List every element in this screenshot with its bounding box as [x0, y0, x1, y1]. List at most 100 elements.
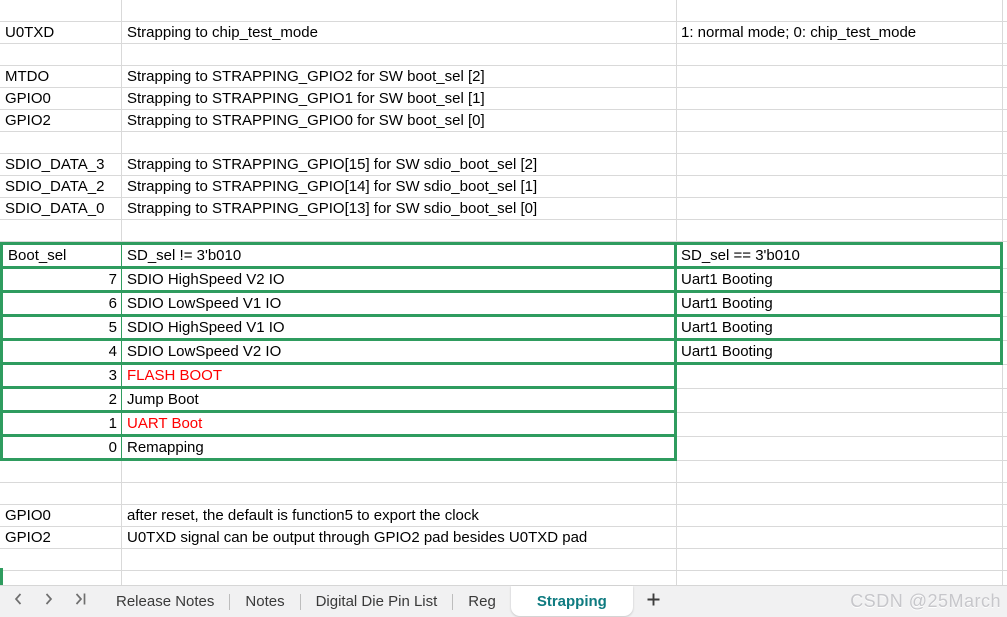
cell[interactable]: [677, 88, 1003, 110]
cell-pin[interactable]: SDIO_DATA_3: [0, 154, 122, 176]
cell-description[interactable]: Strapping to STRAPPING_GPIO1 for SW boot…: [122, 88, 677, 110]
tab-digital-die-pin-list[interactable]: Digital Die Pin List: [315, 593, 438, 610]
cell-sd-boot-mode[interactable]: Uart1 Booting: [677, 317, 1003, 341]
cell-sd-boot-mode[interactable]: Uart1 Booting: [677, 341, 1003, 365]
cell[interactable]: [122, 132, 677, 154]
last-sheet-button[interactable]: [73, 593, 87, 610]
cell[interactable]: [1003, 44, 1007, 66]
cell[interactable]: [677, 110, 1003, 132]
cell-boot-sel-value[interactable]: 5: [0, 317, 122, 341]
cell[interactable]: [0, 549, 122, 571]
cell[interactable]: [1003, 220, 1007, 242]
cell-sd-boot-mode[interactable]: Uart1 Booting: [677, 293, 1003, 317]
cell[interactable]: [677, 198, 1003, 220]
cell[interactable]: [1003, 317, 1007, 341]
cell[interactable]: [677, 66, 1003, 88]
cell-pin[interactable]: SDIO_DATA_0: [0, 198, 122, 220]
tab-reg[interactable]: Reg: [468, 593, 496, 610]
cell-pin[interactable]: GPIO2: [0, 527, 122, 549]
cell[interactable]: [1003, 198, 1007, 220]
cell[interactable]: [677, 461, 1003, 483]
cell-description[interactable]: U0TXD signal can be output through GPIO2…: [122, 527, 677, 549]
cell[interactable]: [1003, 437, 1007, 461]
cell[interactable]: [0, 461, 122, 483]
cell[interactable]: [1003, 389, 1007, 413]
cell[interactable]: [677, 505, 1003, 527]
cell[interactable]: [677, 220, 1003, 242]
cell-description[interactable]: Strapping to chip_test_mode: [122, 22, 677, 44]
cell[interactable]: [0, 132, 122, 154]
tab-notes[interactable]: Notes: [245, 593, 285, 610]
cell[interactable]: [122, 549, 677, 571]
cell[interactable]: [677, 437, 1003, 461]
cell-sd-sel-eq-header[interactable]: SD_sel == 3'b010: [677, 242, 1003, 269]
cell[interactable]: [677, 571, 1003, 585]
cell-description[interactable]: Strapping to STRAPPING_GPIO2 for SW boot…: [122, 66, 677, 88]
cell-description[interactable]: Strapping to STRAPPING_GPIO[14] for SW s…: [122, 176, 677, 198]
cell-boot-mode-uart[interactable]: UART Boot: [122, 413, 677, 437]
cell[interactable]: [122, 220, 677, 242]
cell-boot-sel-value[interactable]: 6: [0, 293, 122, 317]
cell[interactable]: [122, 571, 677, 585]
cell[interactable]: [1003, 176, 1007, 198]
cell-boot-mode[interactable]: Jump Boot: [122, 389, 677, 413]
cell[interactable]: [677, 44, 1003, 66]
cell[interactable]: [1003, 132, 1007, 154]
cell[interactable]: [0, 220, 122, 242]
cell[interactable]: [677, 527, 1003, 549]
cell[interactable]: [1003, 66, 1007, 88]
cell[interactable]: [122, 44, 677, 66]
cell-description[interactable]: Strapping to STRAPPING_GPIO[15] for SW s…: [122, 154, 677, 176]
cell-boot-mode[interactable]: SDIO LowSpeed V1 IO: [122, 293, 677, 317]
cell[interactable]: [1003, 154, 1007, 176]
cell[interactable]: [1003, 0, 1007, 22]
cell[interactable]: [122, 483, 677, 505]
cell-boot-mode[interactable]: SDIO LowSpeed V2 IO: [122, 341, 677, 365]
cell-boot-sel-value[interactable]: 7: [0, 269, 122, 293]
cell-boot-mode[interactable]: Remapping: [122, 437, 677, 461]
cell-boot-sel-value[interactable]: 1: [0, 413, 122, 437]
cell-boot-sel-value[interactable]: 2: [0, 389, 122, 413]
cell[interactable]: [1003, 365, 1007, 389]
cell-description[interactable]: Strapping to STRAPPING_GPIO[13] for SW s…: [122, 198, 677, 220]
cell-description[interactable]: Strapping to STRAPPING_GPIO0 for SW boot…: [122, 110, 677, 132]
cell[interactable]: [0, 44, 122, 66]
cell-boot-mode-flash[interactable]: FLASH BOOT: [122, 365, 677, 389]
tab-release-notes[interactable]: Release Notes: [116, 593, 215, 610]
cell[interactable]: [1003, 88, 1007, 110]
cell-sd-boot-mode[interactable]: Uart1 Booting: [677, 269, 1003, 293]
prev-sheet-button[interactable]: [11, 593, 25, 610]
cell-boot-mode[interactable]: SDIO HighSpeed V1 IO: [122, 317, 677, 341]
cell[interactable]: [677, 483, 1003, 505]
cell[interactable]: [677, 389, 1003, 413]
cell[interactable]: [1003, 505, 1007, 527]
cell[interactable]: [1003, 22, 1007, 44]
cell[interactable]: [1003, 549, 1007, 571]
cell-boot-sel-value[interactable]: 4: [0, 341, 122, 365]
cell[interactable]: [122, 461, 677, 483]
cell-note[interactable]: 1: normal mode; 0: chip_test_mode: [677, 22, 1003, 44]
cell-boot-sel-label[interactable]: Boot_sel: [0, 242, 122, 269]
cell-boot-mode[interactable]: SDIO HighSpeed V2 IO: [122, 269, 677, 293]
cell[interactable]: [677, 132, 1003, 154]
cell-pin[interactable]: SDIO_DATA_2: [0, 176, 122, 198]
cell-description[interactable]: after reset, the default is function5 to…: [122, 505, 677, 527]
next-sheet-button[interactable]: [42, 593, 56, 610]
cell[interactable]: [1003, 110, 1007, 132]
cell-pin[interactable]: U0TXD: [0, 22, 122, 44]
cell-pin[interactable]: GPIO2: [0, 110, 122, 132]
cell[interactable]: [0, 571, 122, 585]
cell[interactable]: [1003, 242, 1007, 269]
cell[interactable]: [677, 154, 1003, 176]
cell[interactable]: [1003, 341, 1007, 365]
cell-boot-sel-value[interactable]: 0: [0, 437, 122, 461]
cell[interactable]: [1003, 269, 1007, 293]
cell[interactable]: [1003, 461, 1007, 483]
cell-boot-sel-value[interactable]: 3: [0, 365, 122, 389]
cell[interactable]: [0, 483, 122, 505]
add-sheet-button[interactable]: [643, 591, 665, 613]
cell[interactable]: [677, 0, 1003, 22]
cell[interactable]: [1003, 293, 1007, 317]
cell-pin[interactable]: GPIO0: [0, 505, 122, 527]
cell[interactable]: [1003, 413, 1007, 437]
